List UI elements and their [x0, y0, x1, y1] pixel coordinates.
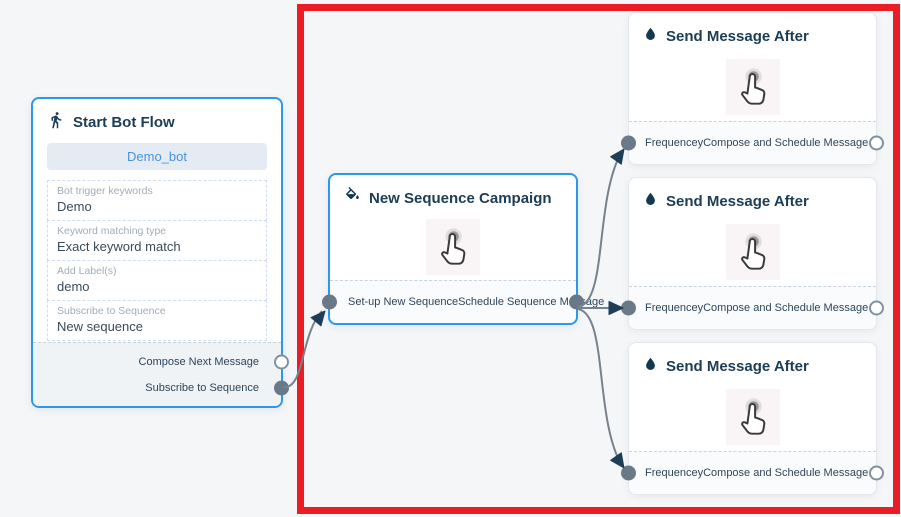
output-port-label: Compose and Schedule Message [703, 467, 869, 479]
field-label: Add Label(s) [57, 265, 117, 277]
start-bot-flow-node[interactable]: Start Bot Flow Demo_bot Bot trigger keyw… [31, 97, 289, 408]
field-label: Subscribe to Sequence [57, 305, 166, 317]
send-node-header: Send Message After [629, 178, 876, 217]
campaign-node-title: New Sequence Campaign [369, 189, 552, 207]
send-node-ports: Frequencey Compose and Schedule Message [621, 121, 884, 164]
field-label: Bot trigger keywords [57, 185, 153, 197]
output-port-label: Compose and Schedule Message [703, 302, 869, 314]
send-message-after-node-1[interactable]: Send Message After Frequencey Compose an… [621, 12, 884, 165]
field-value: Demo [57, 199, 92, 214]
input-port-label: Frequencey [645, 467, 704, 479]
start-node-fields: Bot trigger keywords Demo Keyword matchi… [47, 180, 267, 341]
input-port-frequency[interactable] [621, 135, 636, 151]
send-node-title: Send Message After [666, 28, 809, 45]
send-node-body [629, 382, 876, 451]
paint-bucket-icon [344, 187, 361, 209]
send-node-header: Send Message After [629, 343, 876, 382]
hand-click-icon[interactable] [725, 58, 780, 115]
output-label: Subscribe to Sequence [145, 382, 259, 394]
output-port-label: Schedule Sequence Message [458, 296, 605, 308]
output-port-compose-next-message[interactable] [274, 354, 289, 370]
input-port-label: Frequencey [645, 137, 704, 149]
output-row-subscribe-to-sequence: Subscribe to Sequence [33, 375, 289, 401]
send-node-title: Send Message After [666, 358, 809, 375]
water-drop-icon [643, 355, 658, 378]
output-port-compose-schedule[interactable] [869, 300, 884, 316]
send-node-ports: Frequencey Compose and Schedule Message [621, 451, 884, 494]
input-port-frequency[interactable] [621, 465, 636, 481]
input-port-label: Frequencey [645, 302, 704, 314]
send-message-after-node-3[interactable]: Send Message After Frequencey Compose an… [621, 342, 884, 495]
campaign-node-ports: Set-up New Sequence Schedule Sequence Me… [322, 280, 604, 323]
water-drop-icon [643, 190, 658, 213]
output-label: Compose Next Message [138, 356, 259, 368]
edge-campaign-to-send-3 [577, 308, 623, 467]
send-node-body [629, 217, 876, 286]
start-node-output-footer: Compose Next Message Subscribe to Sequen… [33, 342, 289, 406]
bot-name-button[interactable]: Demo_bot [47, 143, 267, 170]
input-port-setup-new-sequence[interactable] [322, 294, 337, 310]
field-value: demo [57, 279, 90, 294]
output-port-subscribe-to-sequence[interactable] [274, 380, 289, 396]
send-node-title: Send Message After [666, 193, 809, 210]
output-port-compose-schedule[interactable] [869, 465, 884, 481]
hand-click-icon[interactable] [725, 223, 780, 280]
campaign-node-body [330, 213, 576, 280]
send-message-after-node-2[interactable]: Send Message After Frequencey Compose an… [621, 177, 884, 330]
new-sequence-campaign-node[interactable]: New Sequence Campaign Set-up New Sequenc… [322, 173, 604, 325]
output-port-compose-schedule[interactable] [869, 135, 884, 151]
output-port-label: Compose and Schedule Message [703, 137, 869, 149]
campaign-node-header: New Sequence Campaign [330, 175, 576, 213]
start-node-title: Start Bot Flow [73, 114, 175, 131]
water-drop-icon [643, 25, 658, 48]
field-subscribe-to-sequence[interactable]: Subscribe to Sequence New sequence [47, 300, 267, 341]
edge-campaign-to-send-1 [577, 150, 623, 308]
field-keyword-matching-type[interactable]: Keyword matching type Exact keyword matc… [47, 220, 267, 261]
hand-click-icon[interactable] [725, 388, 780, 445]
field-value: Exact keyword match [57, 239, 181, 254]
start-node-header: Start Bot Flow [33, 99, 281, 138]
edge-start-to-campaign [282, 310, 323, 389]
output-row-compose-next-message: Compose Next Message [33, 349, 289, 375]
send-node-ports: Frequencey Compose and Schedule Message [621, 286, 884, 329]
output-port-schedule-sequence-message[interactable] [569, 294, 584, 310]
walking-person-icon [47, 111, 65, 134]
field-bot-trigger-keywords[interactable]: Bot trigger keywords Demo [47, 180, 267, 221]
field-label: Keyword matching type [57, 225, 167, 237]
input-port-frequency[interactable] [621, 300, 636, 316]
send-node-header: Send Message After [629, 13, 876, 52]
hand-click-icon[interactable] [426, 218, 480, 275]
send-node-body [629, 52, 876, 121]
field-add-labels[interactable]: Add Label(s) demo [47, 260, 267, 301]
field-value: New sequence [57, 319, 143, 334]
input-port-label: Set-up New Sequence [348, 296, 459, 308]
